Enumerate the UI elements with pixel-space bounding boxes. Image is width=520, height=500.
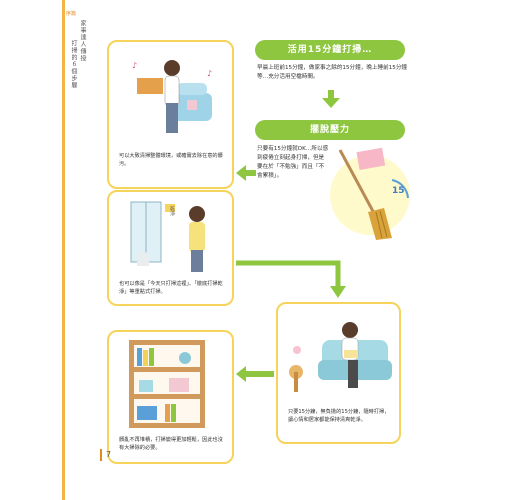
panel4-caption: 髒亂不再堆積，打掃變得更加輕鬆，因此也沒有大掃除的必要。 <box>119 437 223 451</box>
panel-relaxing: 只要15分鐘，無負擔的15分鐘，隨時打掃，讓心情和居家都能保持清爽乾淨。 <box>276 302 401 444</box>
step2-title: 擺脫壓力 <box>255 120 405 140</box>
arrow-right-down-green-icon <box>236 260 346 298</box>
panel2-caption: 也可以像是「今天只打掃這裡」、「徹底打掃乾淨」等重點式打掃。 <box>119 281 223 295</box>
arrow-left-green-icon-2 <box>236 366 274 382</box>
panel3-caption: 只要15分鐘，無負擔的15分鐘，隨時打掃，讓心情和居家都能保持清爽乾淨。 <box>288 409 390 423</box>
window-label: 乾淨 <box>169 206 175 216</box>
panel1-caption: 可以大致清掃整體環境，或確實去除在意的髒污。 <box>119 153 223 167</box>
chapter-tag: 序篇 <box>66 11 77 17</box>
sidebar-line-1: 家事達人傳授 <box>79 20 86 62</box>
svg-text:♪: ♪ <box>207 69 212 78</box>
arrow-left-green-icon <box>236 165 256 181</box>
page-number-bar <box>100 449 102 461</box>
panel-window-cleaning: 乾淨 也可以像是「今天只打掃這裡」、「徹底打掃乾淨」等重點式打掃。 <box>107 190 234 306</box>
woman-reading-on-sofa-illustration <box>289 322 392 392</box>
bookshelf-illustration <box>129 340 205 428</box>
clock-15-label: 15 <box>392 186 405 196</box>
page-number: 7 <box>106 450 112 459</box>
svg-text:♪: ♪ <box>132 61 137 70</box>
panel-tidy-shelf: 髒亂不再堆積，打掃變得更加輕鬆，因此也沒有大掃除的必要。 <box>107 330 234 464</box>
woman-carrying-box-illustration: ♪ ♪ <box>132 60 212 133</box>
side-accent-bar <box>62 0 65 500</box>
panel-cleaning-overview: ♪ ♪ 可以大致清掃整體環境，或確實去除在意的髒污。 <box>107 40 234 189</box>
sidebar-line-2: 打掃的６個步驟 <box>70 40 77 89</box>
broom-illustration <box>330 147 410 240</box>
step1-text: 早晨上班前15分鐘，做家事之餘的15分鐘，晚上睡前15分鐘等…充分活用空檔時間。 <box>257 65 408 80</box>
woman-cleaning-window-illustration <box>130 201 205 272</box>
step2-text: 只要有15分鐘就OK…所以感到疲倦立刻起身打掃，但是要在於「不勉強」而且「不會累… <box>257 146 329 179</box>
step1-title: 活用15分鐘打掃… <box>255 40 405 60</box>
arrow-down-green-icon <box>322 90 340 108</box>
